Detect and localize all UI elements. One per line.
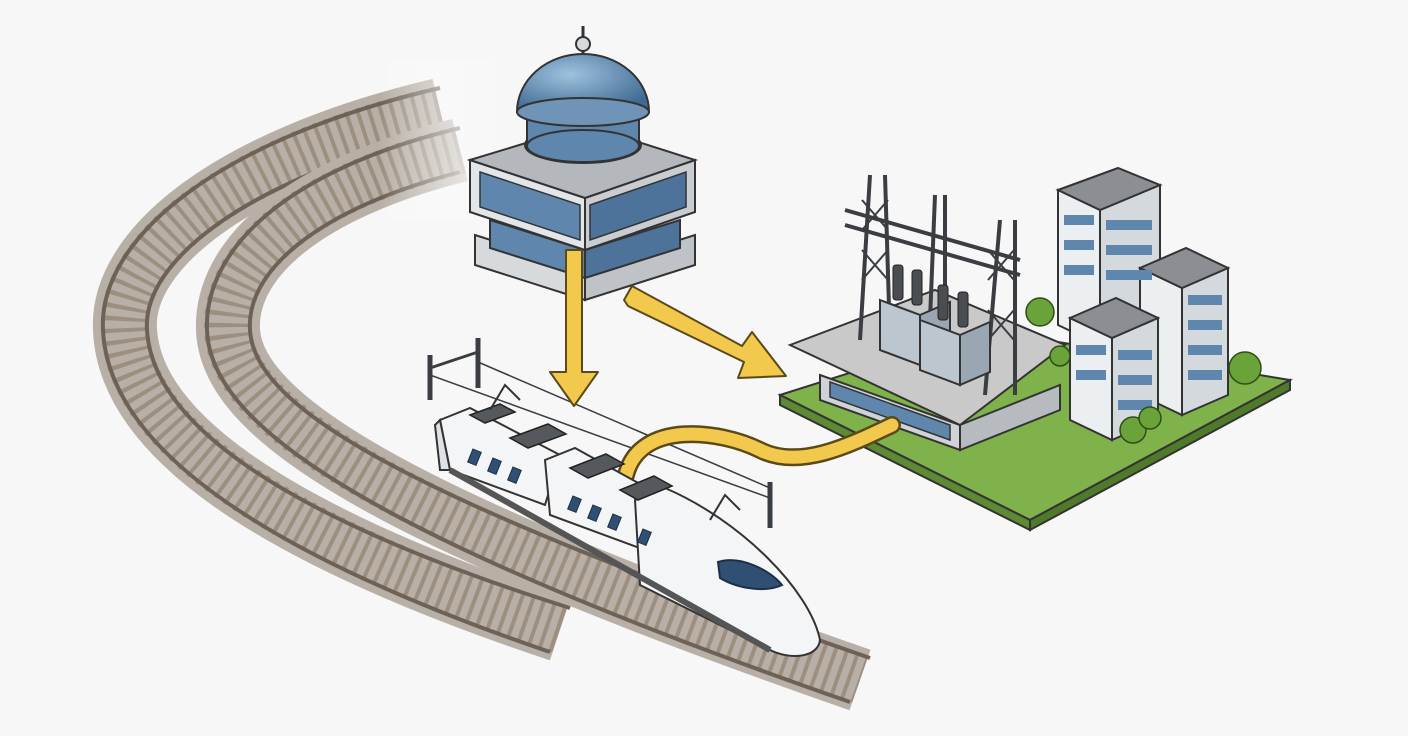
transformers (879, 264, 991, 387)
pylon-gantry (844, 174, 1021, 396)
power-link-substation-to-train (617, 416, 901, 484)
city-buildings (1025, 166, 1262, 444)
railway-track (92, 60, 871, 711)
catenary-masts (427, 338, 773, 528)
tower-dome (515, 53, 651, 113)
train-windshield (716, 559, 784, 590)
arrow-tower-to-substation (623, 285, 787, 379)
arrow-tower-to-train (549, 249, 599, 407)
train (433, 383, 822, 657)
control-tower (466, 26, 699, 302)
